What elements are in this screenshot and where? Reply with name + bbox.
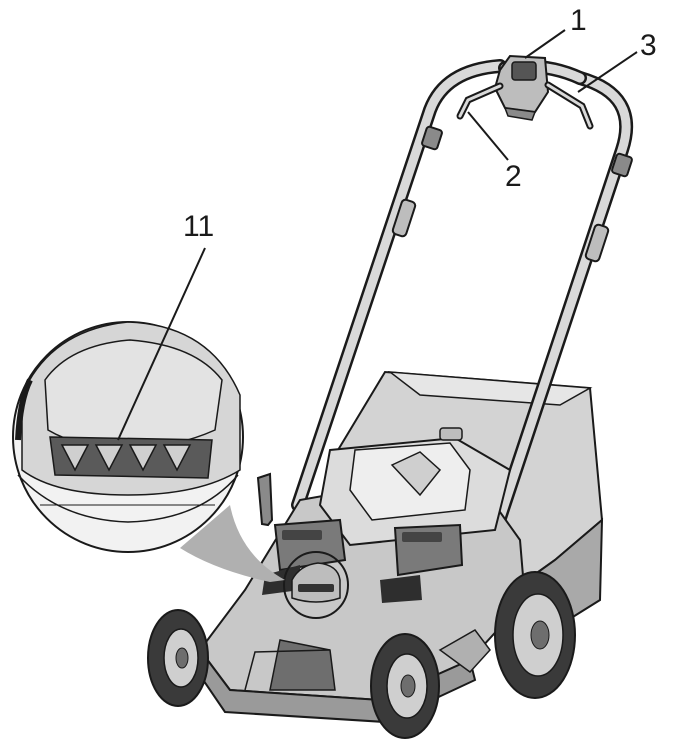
control-box: [493, 54, 550, 121]
front-right-wheel: [370, 633, 440, 739]
rear-right-wheel: [494, 571, 576, 699]
height-adjust-lever: [256, 472, 274, 527]
indicator-highlight-circle: [283, 551, 349, 619]
callout-3: 3: [640, 29, 657, 62]
indicator-housing: [291, 562, 341, 603]
battery-packs: [262, 518, 464, 603]
leader-lines: [117, 29, 638, 441]
callout-11: 11: [183, 210, 214, 243]
callout-2: 2: [505, 160, 522, 193]
battery-cover: [318, 427, 512, 547]
front-left-wheel: [147, 609, 209, 707]
bail-levers: [456, 81, 594, 130]
callout-1: 1: [570, 4, 587, 37]
zoom-inset: [12, 321, 285, 582]
